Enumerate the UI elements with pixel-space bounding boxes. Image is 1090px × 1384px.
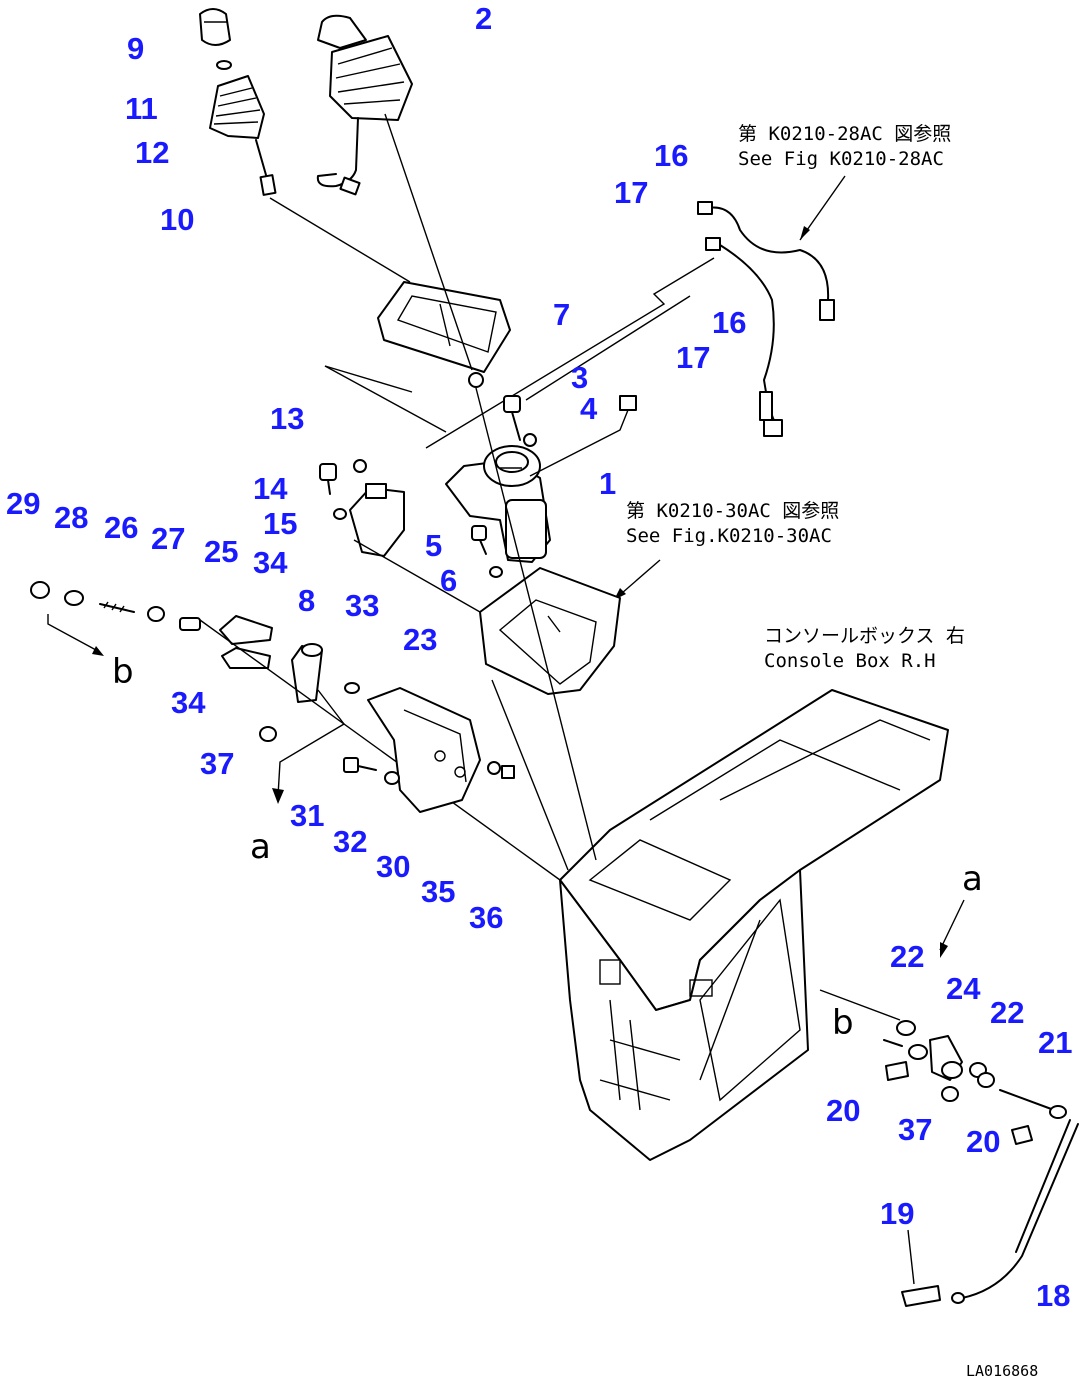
callout-22-right: 22 (990, 995, 1025, 1030)
wire-harness-part (697, 201, 835, 437)
lever-bracket-part (367, 687, 481, 813)
callout-5: 5 (425, 528, 443, 563)
callout-35: 35 (421, 874, 456, 909)
drawing-code: LA016868 (966, 1362, 1039, 1380)
connection-ref-b-left: b (112, 652, 134, 692)
callout-37-left: 37 (200, 746, 235, 781)
valve-assembly-part (445, 445, 551, 563)
linkage-part-right (883, 1020, 1079, 1307)
callout-29: 29 (6, 486, 41, 521)
callout-17-bottom: 17 (676, 340, 711, 375)
callout-3: 3 (571, 360, 589, 395)
callout-34-bottom: 34 (171, 685, 206, 720)
ring-part (216, 60, 232, 70)
side-bracket-part (349, 483, 405, 557)
bolt-part-14 (319, 463, 337, 495)
callout-10: 10 (160, 202, 195, 237)
figure-reference-30ac-en: See Fig.K0210-30AC (626, 525, 832, 547)
bolt-part-3 (503, 395, 521, 441)
bolt-part-31 (343, 757, 377, 773)
knob-part (199, 8, 231, 46)
callout-16-top: 16 (654, 138, 689, 173)
callout-4: 4 (580, 391, 598, 426)
callout-19: 19 (880, 1196, 915, 1231)
joystick-part (316, 14, 413, 196)
bracket-plate-part (479, 567, 621, 695)
callout-36: 36 (469, 900, 504, 935)
connection-ref-a-right: a (962, 859, 983, 899)
console-box-label-en: Console Box R.H (764, 650, 936, 672)
callout-34-top: 34 (253, 545, 288, 580)
figure-reference-28ac-en: See Fig K0210-28AC (738, 148, 944, 170)
callout-31: 31 (290, 798, 325, 833)
callout-18: 18 (1036, 1278, 1071, 1313)
callout-20-right: 20 (966, 1124, 1001, 1159)
callout-20-left: 20 (826, 1093, 861, 1128)
callout-30: 30 (376, 849, 411, 884)
callout-23: 23 (403, 622, 438, 657)
figure-reference-28ac-jp: 第 K0210-28AC 図参照 (738, 123, 952, 145)
callout-21: 21 (1038, 1025, 1073, 1060)
shaft-assembly-part (30, 581, 323, 742)
callout-27: 27 (151, 521, 186, 556)
callout-11: 11 (125, 91, 158, 126)
callout-25: 25 (204, 534, 239, 569)
callout-15: 15 (263, 506, 298, 541)
callout-32: 32 (333, 824, 368, 859)
callout-22-left: 22 (890, 939, 925, 974)
boot-part (209, 75, 265, 139)
callout-7: 7 (553, 297, 571, 332)
connection-ref-a-left: a (250, 827, 271, 867)
callout-6: 6 (440, 563, 458, 598)
callout-26: 26 (104, 510, 139, 545)
callout-37-right: 37 (898, 1112, 933, 1147)
console-box-part (559, 689, 949, 1161)
lever-rod-part (255, 139, 277, 196)
callout-17-top: 17 (614, 175, 649, 210)
connection-ref-b-right: b (832, 1003, 854, 1043)
callout-13: 13 (270, 401, 305, 436)
callout-8: 8 (298, 583, 316, 618)
callout-12: 12 (135, 135, 170, 170)
callout-24: 24 (946, 971, 981, 1006)
callout-14: 14 (253, 471, 288, 506)
bolt-part-5 (471, 525, 487, 555)
callout-2: 2 (475, 1, 493, 36)
console-box-label-jp: コンソールボックス 右 (764, 625, 965, 647)
callout-9: 9 (127, 31, 145, 66)
nut-part-7 (468, 372, 484, 388)
callout-28: 28 (54, 500, 89, 535)
figure-reference-30ac-jp: 第 K0210-30AC 図参照 (626, 500, 840, 522)
cover-plate-part (377, 281, 511, 373)
callout-16-bottom: 16 (712, 305, 747, 340)
callout-33: 33 (345, 588, 380, 623)
callout-1: 1 (599, 466, 617, 501)
